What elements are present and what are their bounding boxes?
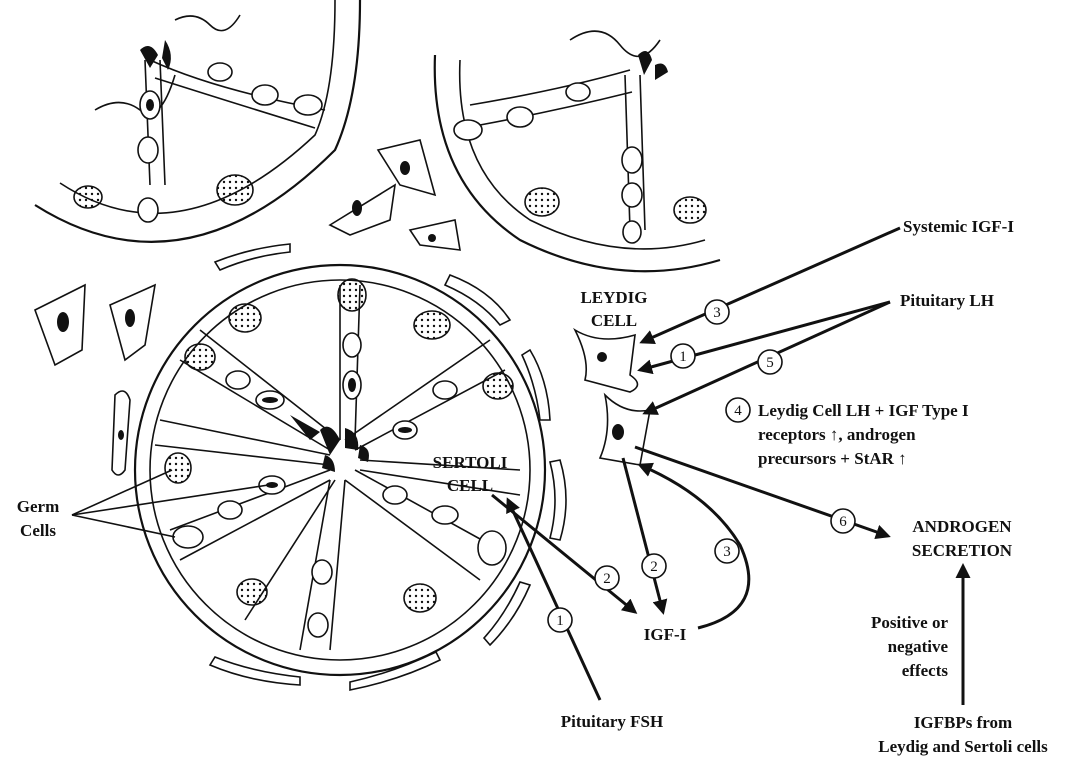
tubule-top-right xyxy=(435,31,720,271)
label-pituitary-lh: Pituitary LH xyxy=(900,291,994,310)
label-androgen-1: ANDROGEN xyxy=(912,517,1012,536)
label-effects-2: negative xyxy=(888,637,949,656)
germ-cells-pointer-1 xyxy=(72,484,275,515)
step-badge-2-sertoli: 2 xyxy=(595,566,619,590)
svg-text:6: 6 xyxy=(839,514,847,530)
leydig-cell-lower xyxy=(600,395,650,465)
label-note4-2: receptors ↑, androgen xyxy=(758,425,916,444)
label-sertoli-cell-2: CELL xyxy=(447,476,493,495)
svg-text:1: 1 xyxy=(556,613,564,629)
svg-text:5: 5 xyxy=(766,355,774,371)
leydig-cell-upper xyxy=(575,330,638,392)
step-badge-4: 4 xyxy=(726,398,750,422)
svg-text:2: 2 xyxy=(603,571,611,587)
step-badge-3-upper: 3 xyxy=(705,300,729,324)
step-badge-1-upper: 1 xyxy=(671,344,695,368)
arrow-leydig-to-igf1 xyxy=(623,458,663,612)
label-igfbps-1: IGFBPs from xyxy=(914,713,1012,732)
svg-text:3: 3 xyxy=(723,544,731,560)
step-badge-6: 6 xyxy=(831,509,855,533)
label-leydig-cell-2: CELL xyxy=(591,311,637,330)
germ-cells-pointer-2 xyxy=(72,470,172,515)
germ-cells-pointer-3 xyxy=(72,515,175,537)
label-germ-cells-1: Germ xyxy=(17,497,59,516)
label-sertoli-cell-1: SERTOLI xyxy=(433,453,508,472)
label-systemic-igf: Systemic IGF-I xyxy=(903,217,1014,236)
label-leydig-cell-1: LEYDIG xyxy=(580,288,647,307)
svg-text:2: 2 xyxy=(650,559,658,575)
label-igfbps-2: Leydig and Sertoli cells xyxy=(878,737,1048,756)
step-badge-5: 5 xyxy=(758,350,782,374)
step-badge-2-leydig: 2 xyxy=(642,554,666,578)
step-badge-3-feedback: 3 xyxy=(715,539,739,563)
label-effects-3: effects xyxy=(902,661,949,680)
svg-text:4: 4 xyxy=(734,403,742,419)
label-androgen-2: SECRETION xyxy=(912,541,1013,560)
svg-text:1: 1 xyxy=(679,349,687,365)
tubule-top-left xyxy=(35,0,360,242)
svg-text:3: 3 xyxy=(713,305,721,321)
label-pituitary-fsh: Pituitary FSH xyxy=(561,712,663,731)
label-note4-1: Leydig Cell LH + IGF Type I xyxy=(758,401,969,420)
step-badge-1-fsh: 1 xyxy=(548,608,572,632)
label-germ-cells-2: Cells xyxy=(20,521,56,540)
label-note4-3: precursors + StAR ↑ xyxy=(758,449,907,468)
label-igf1: IGF-I xyxy=(644,625,687,644)
label-effects-1: Positive or xyxy=(871,613,948,632)
